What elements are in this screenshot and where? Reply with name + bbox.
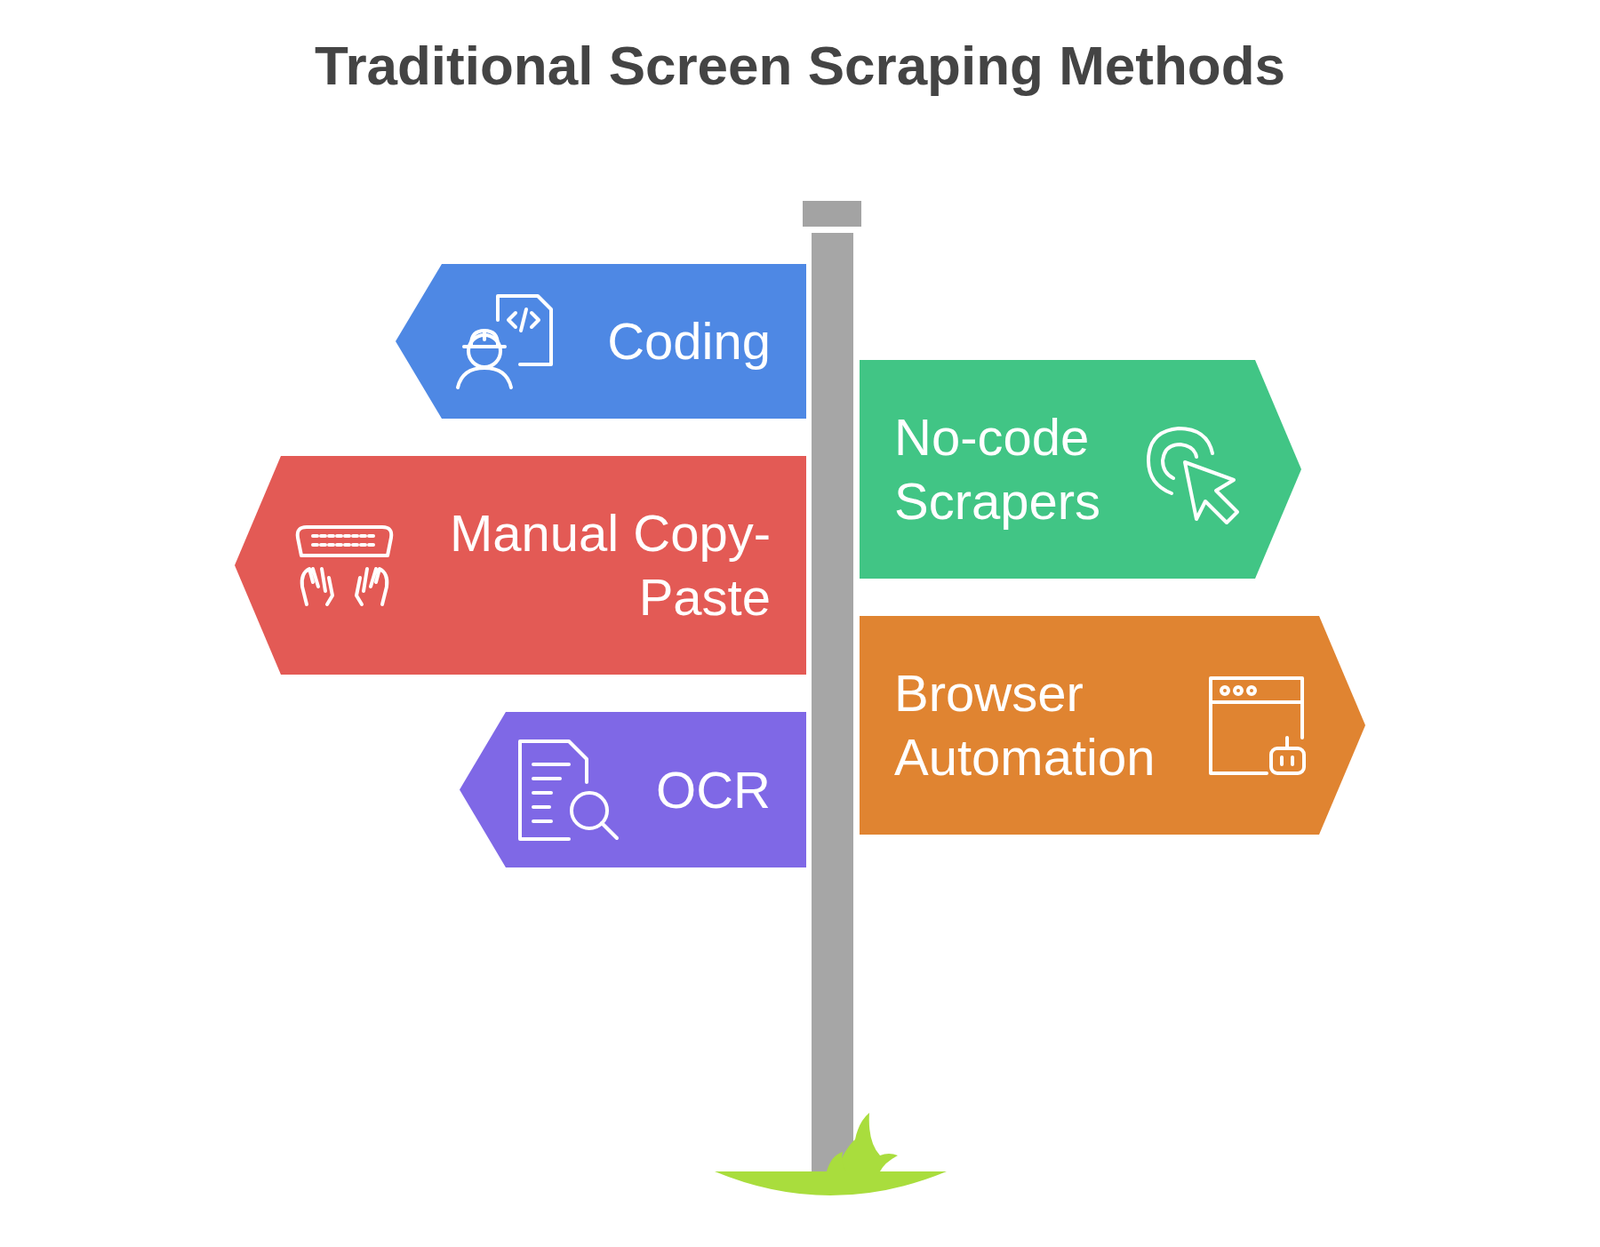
sign-shape: [234, 456, 807, 675]
sign-label: OCR: [592, 758, 771, 823]
pole-cap: [802, 200, 862, 227]
sign-shape: [859, 360, 1302, 579]
sign-label: No-code Scrapers: [894, 405, 1128, 534]
sign-board: Browser Automation: [859, 616, 1366, 835]
sign-pole: [811, 232, 854, 1172]
sign-text-box: Browser Automation: [894, 616, 1188, 835]
sign-text-box: OCR: [592, 712, 771, 868]
sign-board: No-code Scrapers: [859, 360, 1302, 579]
sign-outline: [234, 456, 807, 675]
sign-shape: [859, 616, 1366, 835]
sign-board: Coding: [395, 264, 807, 419]
sign-board: Manual Copy- Paste: [234, 456, 807, 675]
sign-outline: [859, 360, 1302, 579]
diagram-title: Traditional Screen Scraping Methods: [0, 33, 1600, 97]
sign-label: Browser Automation: [894, 661, 1188, 790]
grass-blade: [826, 1152, 847, 1172]
sign-board: OCR: [459, 712, 807, 868]
sign-text-box: Coding: [504, 264, 771, 419]
sign-outline: [459, 712, 807, 868]
sign-label: Manual Copy- Paste: [415, 501, 771, 630]
sign-outline: [859, 616, 1366, 835]
sign-text-box: Manual Copy- Paste: [415, 456, 771, 675]
grass-blades: [835, 1112, 898, 1172]
sign-text-box: No-code Scrapers: [894, 360, 1128, 579]
grass-ground: [714, 1171, 947, 1196]
sign-outline: [395, 264, 807, 419]
